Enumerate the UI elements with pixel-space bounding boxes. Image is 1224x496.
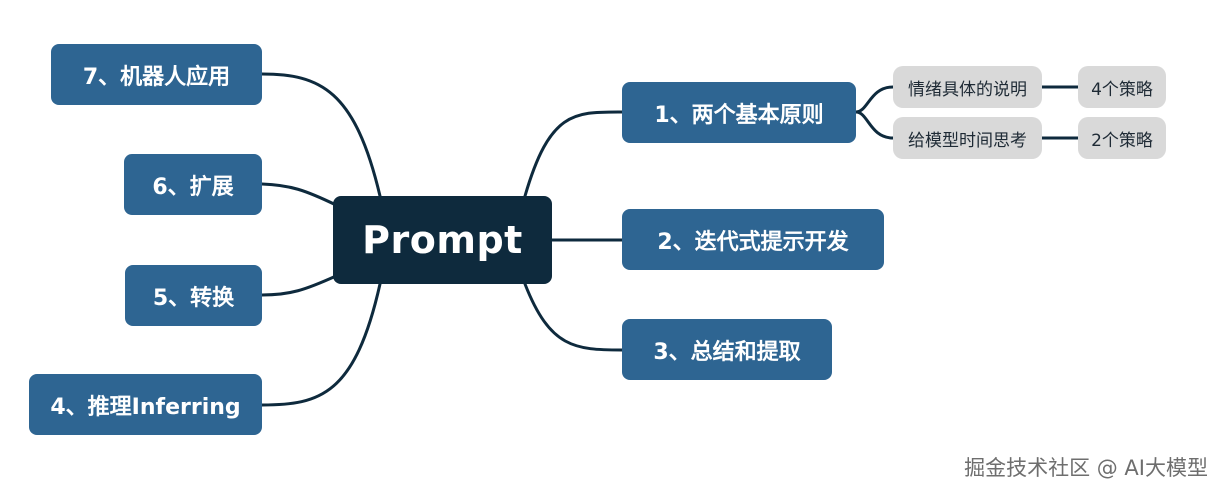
link-b1-s2 — [854, 110, 895, 140]
branch-node-2[interactable]: 2、迭代式提示开发 — [622, 209, 884, 270]
branch-node-3[interactable]: 3、总结和提取 — [622, 319, 832, 380]
branch-node-4[interactable]: 4、推理Inferring — [29, 374, 262, 435]
link-center-b6 — [260, 182, 338, 207]
link-center-b5 — [260, 274, 338, 297]
link-center-b4 — [260, 282, 382, 407]
center-node-prompt[interactable]: Prompt — [333, 196, 552, 284]
branch-node-5[interactable]: 5、转换 — [125, 265, 262, 326]
link-b1-s1 — [854, 85, 895, 114]
strategy-node-4[interactable]: 4个策略 — [1078, 66, 1166, 108]
branch-node-1[interactable]: 1、两个基本原则 — [622, 82, 856, 143]
link-center-b7 — [260, 72, 382, 198]
branch-node-7[interactable]: 7、机器人应用 — [51, 44, 262, 105]
branch-node-6[interactable]: 6、扩展 — [124, 154, 262, 215]
strategy-node-2[interactable]: 2个策略 — [1078, 117, 1166, 159]
subnode-give-model-time[interactable]: 给模型时间思考 — [893, 117, 1042, 159]
link-center-b3 — [523, 282, 624, 352]
watermark-text: 掘金技术社区 @ AI大模型 — [964, 456, 1208, 480]
link-center-b1 — [523, 110, 624, 198]
subnode-emotion-specific[interactable]: 情绪具体的说明 — [893, 66, 1042, 108]
